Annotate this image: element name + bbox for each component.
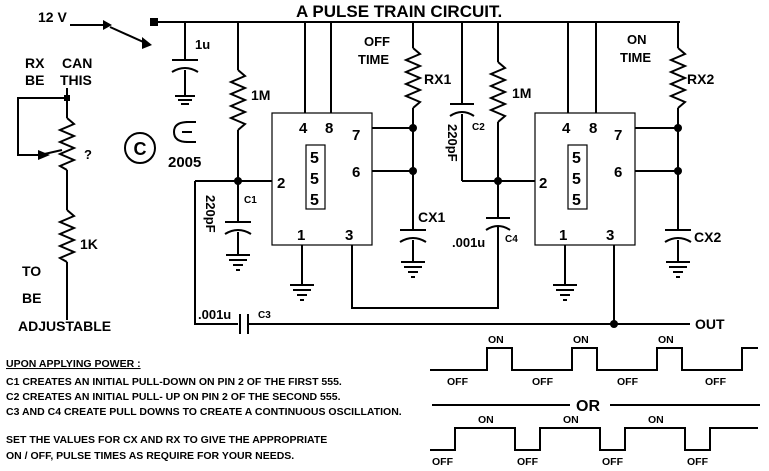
chip1-digit: 5 — [310, 171, 319, 188]
note-this: THIS — [60, 72, 92, 88]
waveform-bottom-off: OFF — [517, 456, 539, 468]
c1-value: 220pF — [203, 195, 218, 233]
pot-marker: ? — [84, 147, 92, 162]
capacitor-c1 — [224, 181, 252, 271]
ground-chip1 — [290, 245, 314, 301]
rx2-top-label: ON — [627, 32, 647, 47]
capacitor-c2 — [449, 22, 475, 181]
chip1-pin1: 1 — [297, 227, 305, 244]
waveform-bottom-on: ON — [563, 414, 579, 426]
rx1-label: RX1 — [424, 71, 451, 87]
resistor-rx1 — [403, 22, 423, 128]
c3-value: .001u — [198, 307, 231, 322]
waveform-bottom-off: OFF — [432, 456, 454, 468]
resistor-rx2 — [668, 22, 688, 128]
supply-capacitor-label: 1u — [195, 37, 210, 52]
c2-value: 220pF — [445, 124, 460, 162]
note-to: TO — [22, 263, 41, 279]
supply-capacitor — [171, 22, 199, 105]
cx1-label: CX1 — [418, 209, 445, 225]
capacitor-c4 — [485, 181, 511, 231]
capacitor-c3 — [239, 314, 249, 334]
c3-name: C3 — [258, 310, 271, 321]
waveform-top-off: OFF — [617, 376, 639, 388]
rx2-bottom-label: TIME — [620, 50, 651, 65]
note-adjustable: ADJUSTABLE — [18, 318, 111, 334]
notes-line: SET THE VALUES FOR CX AND RX TO GIVE THE… — [6, 434, 327, 446]
c4-name: C4 — [505, 234, 518, 245]
chip2-pin7: 7 — [614, 127, 622, 144]
ce-logo — [172, 121, 196, 143]
chip2-label-box — [567, 144, 588, 210]
wire-c3-left — [194, 181, 238, 325]
waveform-bottom-on: ON — [648, 414, 664, 426]
waveform-top-off: OFF — [705, 376, 727, 388]
chip1-pin6: 6 — [352, 164, 360, 181]
note-be: BE — [25, 72, 44, 88]
chip1-digit: 5 — [310, 150, 319, 167]
supply-voltage-label: 12 V — [38, 9, 67, 25]
waveform-top-off: OFF — [447, 376, 469, 388]
resistor-1m-second-label: 1M — [512, 85, 531, 101]
chip1-pin8: 8 — [325, 120, 333, 137]
resistor-1m-first-label: 1M — [251, 87, 270, 103]
chip2-digit: 5 — [572, 171, 581, 188]
rx2-label: RX2 — [687, 71, 714, 87]
chip1-pin2: 2 — [277, 175, 285, 192]
rx1-bottom-label: TIME — [358, 52, 389, 67]
chip2-digit: 5 — [572, 150, 581, 167]
waveform-top-on: ON — [488, 334, 504, 346]
copyright-year: 2005 — [168, 154, 201, 171]
note-be-2: BE — [22, 290, 41, 306]
chip1-pin7: 7 — [352, 127, 360, 144]
ground-chip2 — [553, 245, 577, 301]
chip2-pin3: 3 — [606, 227, 614, 244]
waveform-top-on: ON — [658, 334, 674, 346]
notes-line: ON / OFF, PULSE TIMES AS REQUIRE FOR YOU… — [6, 450, 294, 462]
waveform-bottom-off: OFF — [687, 456, 709, 468]
adjustable-resistor — [17, 88, 77, 320]
cx2-label: CX2 — [694, 229, 721, 245]
wire-pin3-first — [351, 226, 499, 309]
resistor-1k-label: 1K — [80, 236, 98, 252]
waveform-bottom — [430, 427, 758, 451]
chip2-digit: 5 — [572, 192, 581, 209]
chip2-pin2: 2 — [539, 175, 547, 192]
notes-line: C1 CREATES AN INITIAL PULL-DOWN ON PIN 2… — [6, 376, 342, 388]
chip2-pin1: 1 — [559, 227, 567, 244]
chip2-pin4: 4 — [562, 120, 571, 137]
notes-line: C3 AND C4 CREATE PULL DOWNS TO CREATE A … — [6, 406, 402, 418]
capacitor-cx2 — [664, 128, 692, 278]
c2-name: C2 — [472, 122, 485, 133]
resistor-1m-first — [228, 22, 248, 181]
chip2-pin8: 8 — [589, 120, 597, 137]
chip1-pin3: 3 — [345, 227, 353, 244]
waveform-top-off: OFF — [532, 376, 554, 388]
waveform-bottom-off: OFF — [602, 456, 624, 468]
copyright-mark: C 2005 — [124, 121, 201, 171]
notes-line: C2 CREATES AN INITIAL PULL- UP ON PIN 2 … — [6, 391, 341, 403]
waveform-top-on: ON — [573, 334, 589, 346]
copyright-symbol: C — [134, 139, 147, 159]
diagram-title: A PULSE TRAIN CIRCUIT. — [296, 2, 502, 21]
chip1-pin4: 4 — [299, 120, 308, 137]
capacitor-cx1 — [399, 128, 427, 278]
chip1-label-box — [305, 144, 326, 210]
waveform-bottom-on: ON — [478, 414, 494, 426]
supply-switch — [70, 18, 158, 49]
c4-value: .001u — [452, 235, 485, 250]
resistor-1m-second — [488, 22, 508, 181]
rx1-top-label: OFF — [364, 34, 390, 49]
note-rx: RX — [25, 55, 45, 71]
notes-heading: UPON APPLYING POWER : — [6, 358, 141, 370]
chip2-pin6: 6 — [614, 164, 622, 181]
separator-or: OR — [576, 398, 600, 415]
waveform-top — [430, 347, 758, 371]
output-label: OUT — [695, 316, 725, 332]
c1-name: C1 — [244, 195, 257, 206]
chip1-digit: 5 — [310, 192, 319, 209]
note-can: CAN — [62, 55, 92, 71]
